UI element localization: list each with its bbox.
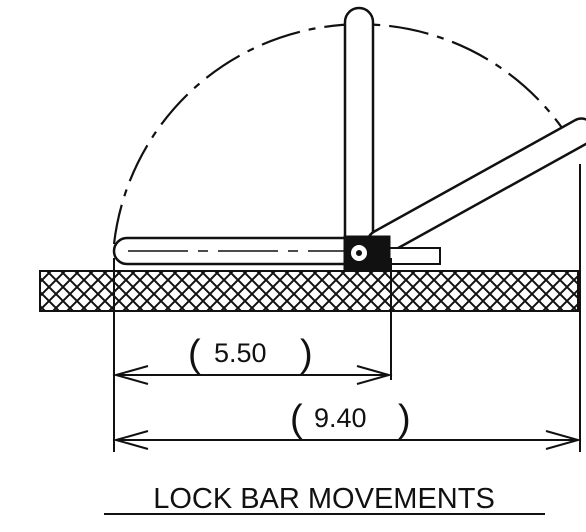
arrowhead-left-long — [112, 430, 149, 450]
lock-bar-angled — [365, 117, 586, 258]
hinge-pin-center — [356, 250, 362, 256]
dimension-short-close: ) — [300, 333, 313, 375]
swing-arc — [112, 23, 576, 245]
dimension-short-open: ( — [188, 333, 201, 375]
dimension-short-value: 5.50 — [214, 338, 267, 368]
arrowhead-right-short — [356, 365, 393, 385]
dimension-long-open: ( — [290, 398, 303, 440]
diagram-caption: LOCK BAR MOVEMENTS — [153, 483, 495, 515]
dimension-long-close: ) — [398, 398, 411, 440]
mounting-surface — [39, 270, 579, 312]
arrowhead-right-long — [545, 430, 582, 450]
arrowhead-left-short — [112, 365, 149, 385]
dimension-long-value: 9.40 — [314, 403, 367, 433]
lock-bar-vertical — [343, 6, 375, 260]
